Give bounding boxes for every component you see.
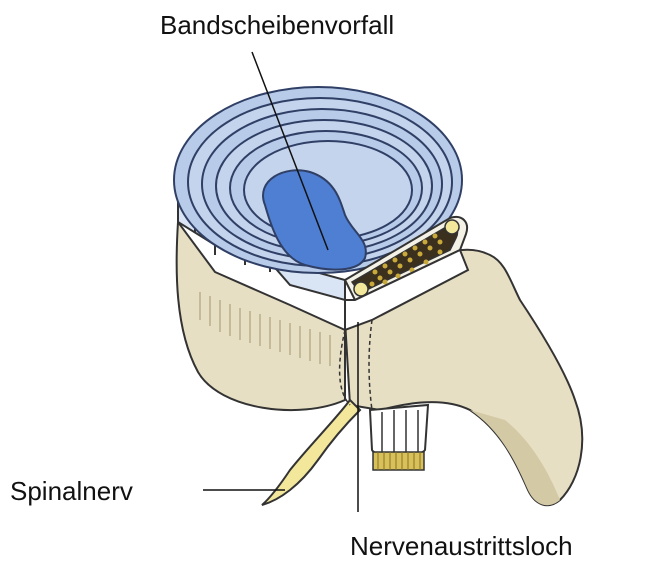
- dural-sleeve: [370, 405, 428, 456]
- cauda-fibers: [373, 452, 424, 470]
- label-spinal-nerve: Spinalnerv: [10, 478, 133, 504]
- label-nerve-exit-foramen: Nervenaustrittsloch: [350, 533, 573, 559]
- nerve-root: [445, 220, 459, 234]
- label-disc-herniation: Bandscheibenvorfall: [160, 12, 394, 38]
